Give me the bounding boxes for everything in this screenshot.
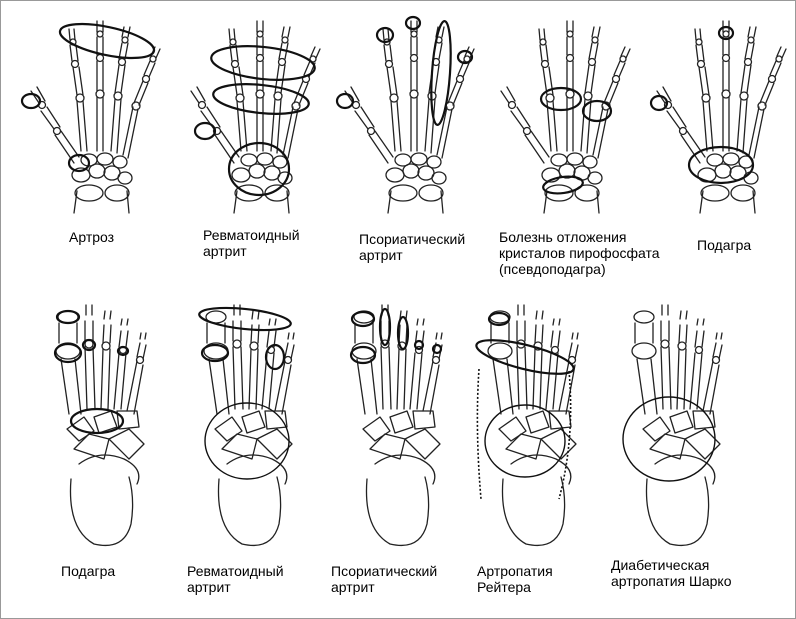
- caption-foot-sharko: Диабетическая артропатия Шарко: [611, 557, 732, 589]
- mark-hallux-ip: [55, 309, 81, 325]
- caption-hand-psoriatichesky: Псориатический артрит: [359, 231, 466, 263]
- foot-figure-reiter: [473, 299, 603, 549]
- mark-hallux-mtp: [53, 342, 83, 364]
- hand-figure-artroz: [13, 13, 163, 214]
- mark-midfoot: [69, 407, 125, 435]
- caption-foot-reiter: Артропатия Рейтера: [477, 563, 553, 595]
- mark-wrist: [687, 145, 755, 185]
- mark-middle-dip: [404, 15, 422, 31]
- mark-thumb-joint: [649, 94, 669, 112]
- hand-figure-pirofosfat: [481, 13, 631, 214]
- mark-thumb-joint: [335, 92, 355, 110]
- mark-midfoot: [204, 402, 290, 480]
- mark-ring-sausage-finger: [430, 20, 452, 126]
- mark-mtp-row: [475, 339, 575, 375]
- mark-toe3-sausage: [396, 315, 410, 351]
- foot-figure-psoriatichesky: [337, 299, 467, 549]
- hand-figure-podagra: [637, 13, 787, 214]
- mark-hallux-ip: [487, 311, 511, 327]
- mark-pip-row: [198, 306, 292, 332]
- hand-figure-revmatoidny: [169, 13, 321, 214]
- mark-periostitis-medial: [476, 368, 482, 500]
- mark-triangular-cartilage: [542, 175, 584, 195]
- caption-foot-revmatoidny: Ревматоидный артрит: [187, 563, 284, 595]
- caption-foot-psoriatichesky: Псориатический артрит: [331, 563, 438, 595]
- caption-hand-podagra: Подагра: [697, 237, 752, 253]
- mark-pip-joints: [210, 45, 316, 81]
- mark-toe5-dip: [431, 343, 443, 355]
- caption-hand-artroz: Артроз: [69, 229, 115, 245]
- caption-hand-revmatoidny: Ревматоидный артрит: [203, 227, 300, 259]
- mark-middle-dip: [717, 25, 735, 41]
- mark-toe4-mtp: [116, 345, 130, 357]
- foot-figure-podagra: [41, 299, 171, 549]
- mark-midfoot: [484, 404, 566, 478]
- mark-wrist: [227, 141, 291, 197]
- mark-mcp-index-middle: [539, 86, 583, 112]
- mark-index-dip: [375, 26, 395, 44]
- mark-distal-joints: [58, 22, 156, 60]
- mark-mcp-joints: [212, 83, 310, 115]
- mark-hallux-mtp: [349, 345, 377, 365]
- foot-figure-revmatoidny: [189, 299, 319, 549]
- mark-toe2-sausage: [378, 307, 392, 347]
- mark-lateral-mtp: [264, 343, 286, 371]
- mark-mcp-ring: [581, 99, 613, 123]
- mark-thumb-base-joint: [67, 153, 91, 173]
- mark-hallux-mtp: [200, 343, 230, 363]
- caption-foot-podagra: Подагра: [61, 563, 116, 579]
- mark-toe2-mtp: [81, 338, 97, 352]
- mark-thumb-joint: [193, 121, 217, 141]
- mark-midfoot-charcot: [622, 396, 716, 482]
- caption-hand-pirofosfat: Болезнь отложения кристалов пирофосфата …: [499, 229, 660, 277]
- mark-little-dip: [456, 49, 474, 65]
- mark-thumb-ip-joint: [20, 92, 42, 110]
- mark-toe4-dip: [413, 339, 425, 351]
- mark-hallux-ip: [350, 310, 376, 328]
- foot-figure-sharko: [617, 299, 747, 549]
- hand-figure-psoriatichesky: [325, 13, 475, 214]
